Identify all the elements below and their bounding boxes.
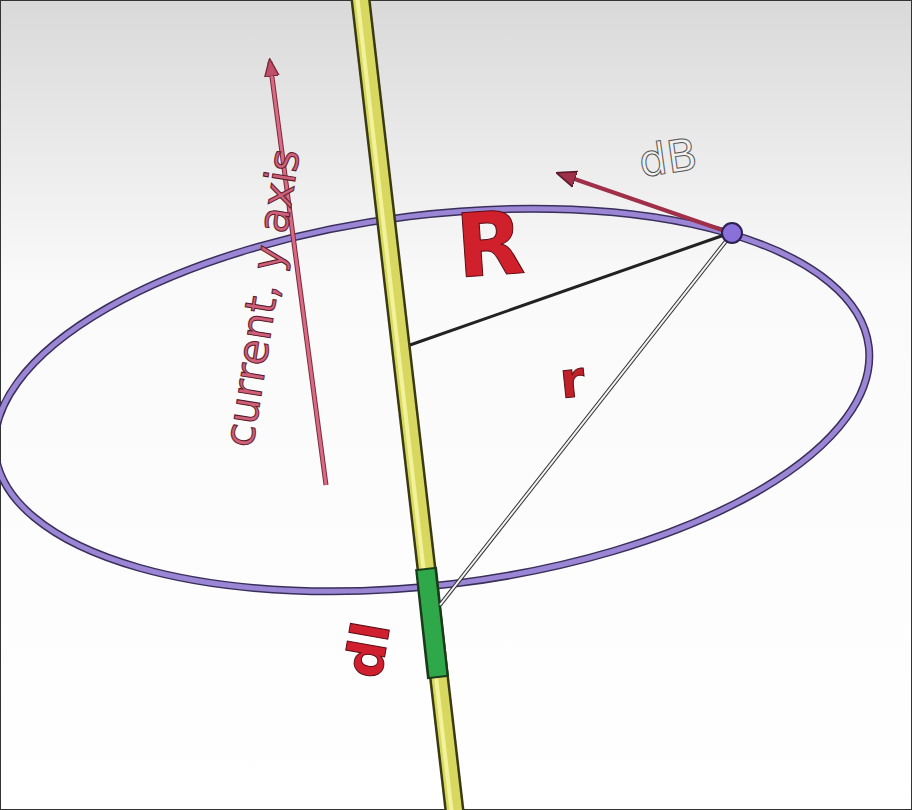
field-point [722,223,742,243]
distance-line-outline [440,236,730,605]
wire-outline [360,0,455,810]
element-label: dl [338,618,399,681]
distance-label: r [557,354,587,406]
wire [360,0,455,810]
wire-highlight [357,0,452,810]
radius-label: R [453,199,527,292]
dl-segment [426,570,438,676]
field-label: dB [636,132,700,184]
axis-label: current, y axis [218,146,307,449]
loop-outline [0,163,891,637]
distance-line [440,236,730,605]
field-loop [0,163,891,637]
dl-segment-outline [426,568,438,678]
